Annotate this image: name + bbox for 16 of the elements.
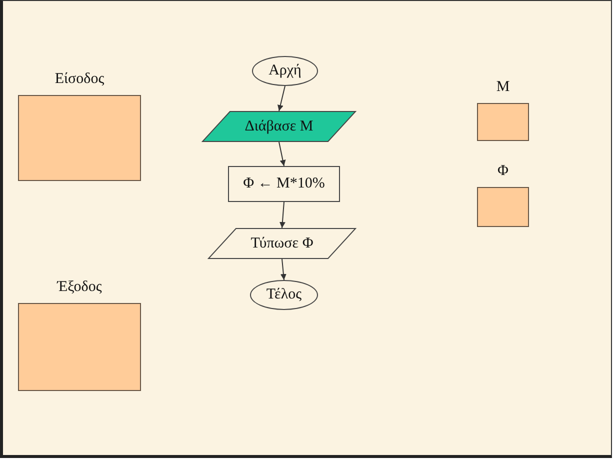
- node-label: Τύπωσε Φ: [250, 235, 314, 252]
- input-output-parallelogram: [208, 228, 356, 259]
- arrow: [280, 258, 286, 280]
- process-box: [228, 166, 340, 202]
- node-label: Διάβασε Μ: [244, 118, 314, 135]
- box-heading: Μ: [495, 79, 511, 96]
- node-label: Φ ← Μ*10%: [242, 176, 326, 192]
- node-label: Τέλος: [265, 286, 303, 304]
- input-output-parallelogram: [202, 111, 356, 142]
- arrow: [277, 86, 286, 112]
- box-heading: Έξοδος: [56, 279, 103, 296]
- node-label: Αρχή: [268, 62, 302, 80]
- arrow: [278, 142, 286, 166]
- box-heading: Είσοδος: [54, 71, 106, 88]
- box-heading: Φ: [496, 163, 510, 180]
- arrow: [279, 202, 286, 228]
